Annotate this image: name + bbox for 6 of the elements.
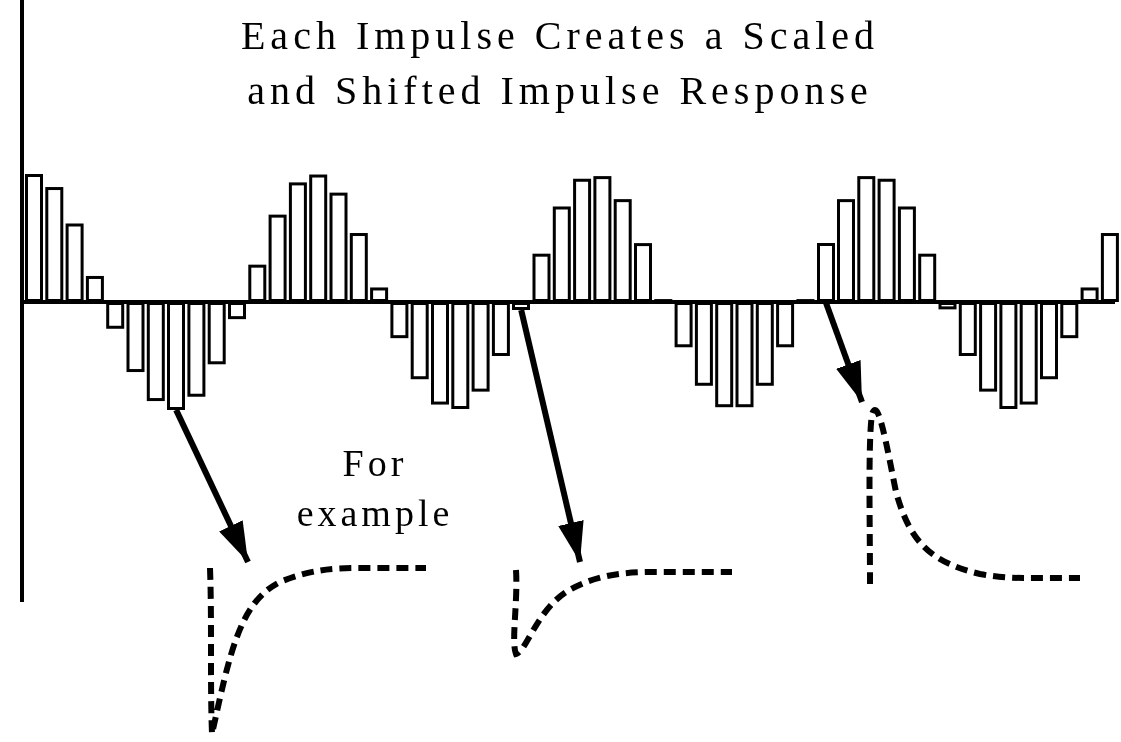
- annotation-text: For example: [295, 441, 455, 536]
- title: Each Impulse Creates a Scaled and Shifted Impulse Response: [239, 12, 881, 115]
- impulse-bar: [512, 302, 531, 310]
- impulse-bar: [816, 243, 835, 302]
- arrow: [518, 309, 584, 563]
- impulse-bar: [167, 302, 186, 410]
